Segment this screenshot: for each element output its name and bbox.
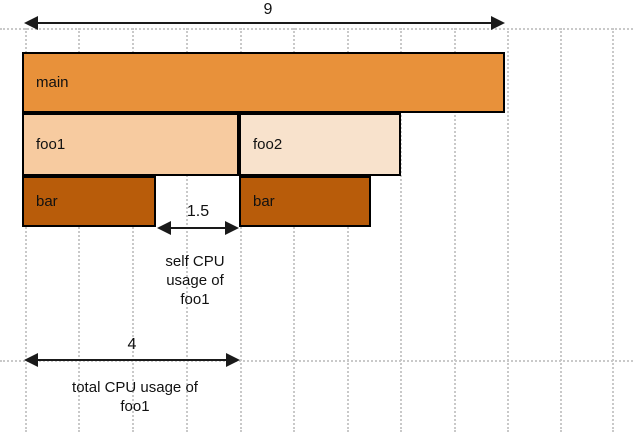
gridline-horizontal-top: [0, 28, 633, 30]
caption-total-cpu-line-2: foo1: [120, 398, 150, 415]
frame-label-foo2: foo2: [253, 136, 283, 153]
measure-label-9: 9: [263, 1, 273, 18]
caption-total-cpu-usage: total CPU usage of foo1: [35, 378, 235, 416]
frame-label-main: main: [36, 74, 69, 91]
measure-arrowhead-right-total-main: [491, 16, 505, 30]
gridline-10: [560, 28, 562, 432]
measure-arrowhead-left-total-cpu: [24, 353, 38, 367]
frame-bar-left[interactable]: bar: [22, 176, 156, 227]
frame-label-bar-left: bar: [36, 193, 58, 210]
measure-arrow-total-cpu: [30, 359, 235, 361]
caption-self-cpu-line-3: foo1: [180, 291, 210, 308]
measure-arrow-total-main: [30, 22, 500, 24]
gridline-0: [25, 28, 27, 432]
gridline-3: [186, 28, 188, 432]
gridline-7: [400, 28, 402, 432]
gridline-2: [132, 28, 134, 432]
frame-bar-right[interactable]: bar: [239, 176, 371, 227]
measure-arrowhead-left-total-main: [24, 16, 38, 30]
caption-self-cpu-usage: self CPU usage of foo1: [135, 252, 255, 309]
gridline-horizontal-bottom: [0, 360, 633, 362]
gridline-5: [293, 28, 295, 432]
measure-arrowhead-right-total-cpu: [226, 353, 240, 367]
frame-label-bar-right: bar: [253, 193, 275, 210]
gridline-11: [612, 28, 614, 432]
frame-label-foo1: foo1: [36, 136, 66, 153]
gridline-8: [454, 28, 456, 432]
frame-foo2[interactable]: foo2: [239, 113, 401, 176]
gridline-6: [347, 28, 349, 432]
measure-arrowhead-left-self-cpu: [157, 221, 171, 235]
measure-label-1-5: 1.5: [186, 203, 210, 220]
measure-arrowhead-right-self-cpu: [225, 221, 239, 235]
gridline-1: [78, 28, 80, 432]
measure-label-4: 4: [127, 336, 137, 353]
caption-self-cpu-line-2: usage of: [166, 272, 224, 289]
gridline-9: [507, 28, 509, 432]
caption-self-cpu-line-1: self CPU: [165, 253, 225, 270]
measure-arrow-self-cpu: [163, 227, 233, 229]
gridline-4: [240, 28, 242, 432]
frame-foo1[interactable]: foo1: [22, 113, 239, 176]
frame-main[interactable]: main: [22, 52, 505, 113]
caption-total-cpu-line-1: total CPU usage of: [72, 379, 198, 396]
